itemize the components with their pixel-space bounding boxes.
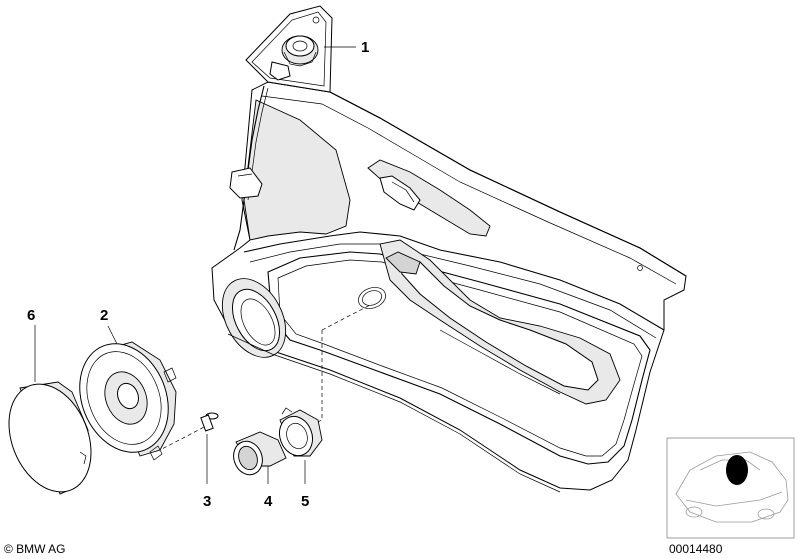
callout-1: 1 — [361, 39, 369, 56]
callout-4: 4 — [264, 493, 273, 510]
callout-6: 6 — [27, 307, 35, 324]
callout-3: 3 — [203, 493, 211, 510]
speaker-grille — [8, 381, 92, 495]
wiring-harness — [229, 85, 269, 251]
spacer-ring — [233, 431, 287, 476]
mirror-triangle-trim — [245, 5, 333, 93]
callout-5: 5 — [301, 493, 309, 510]
leader-lines — [34, 46, 373, 484]
vehicle-location-inset — [666, 437, 795, 539]
diagram-number: 00014480 — [669, 542, 723, 556]
speaker — [79, 341, 177, 461]
location-marker — [726, 455, 748, 485]
door-trim-panel — [211, 81, 687, 493]
callout-2: 2 — [100, 307, 108, 324]
copyright-text: © BMW AG — [4, 542, 66, 556]
mounting-ring — [278, 407, 323, 457]
screw — [200, 412, 219, 432]
